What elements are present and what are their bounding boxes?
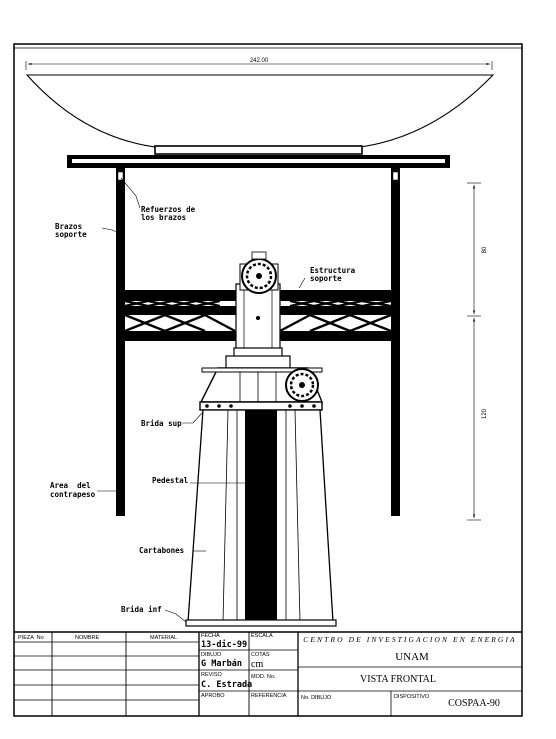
escala-label: ESCALA — [251, 633, 273, 639]
label-pedestal: Pedestal — [152, 476, 188, 485]
lower-flange — [185, 619, 337, 627]
title-block — [14, 631, 522, 716]
aprobo-label: APROBO — [201, 693, 225, 699]
header-material: MATERIAL — [150, 635, 177, 641]
tracking-head-assembly — [225, 251, 291, 371]
dispositivo-label: DISPOSITIVO — [394, 694, 430, 700]
label-refuerzos-line2: los brazos — [141, 213, 186, 222]
dibujo-value: G Marbán — [201, 659, 242, 669]
leader-lines — [97, 177, 306, 623]
overall-width-value: 242.00 — [250, 58, 269, 64]
label-estructura-line1: Estructura — [310, 266, 356, 275]
mod-label: MOD. No. — [251, 674, 276, 680]
university-name: UNAM — [395, 651, 429, 663]
outer-border — [13, 43, 523, 717]
dish-mount-plate — [154, 145, 363, 155]
header-pieza: PIEZA No — [18, 635, 44, 641]
fecha-label: FECHA — [201, 633, 220, 639]
no-dibujo-label: No. DIBUJO — [301, 695, 332, 701]
label-brida-sup: Brida sup — [141, 419, 182, 428]
parabolic-dish — [25, 74, 495, 149]
referencia-label: REFERENCIA — [251, 693, 287, 699]
cotas-label: COTAS — [251, 652, 270, 658]
overall-width-dimension: 242.00 — [25, 58, 493, 70]
device-code: COSPAA-90 — [448, 698, 500, 709]
lower-height-value: 120 — [482, 408, 488, 419]
view-title: VISTA FRONTAL — [360, 674, 436, 685]
label-cartabones: Cartabones — [139, 546, 184, 555]
label-area-line2: contrapeso — [50, 490, 96, 499]
reviso-label: REVISO — [201, 672, 223, 678]
label-estructura-line2: soporte — [310, 274, 342, 283]
dibujo-label: DIBUJO — [201, 652, 222, 658]
fecha-value: 13-dic-99 — [201, 639, 247, 650]
label-brida-inf: Brida inf — [121, 605, 162, 614]
upper-height-value: 80 — [482, 246, 488, 253]
upper-flange — [199, 367, 324, 411]
pedestal-column — [185, 409, 337, 627]
label-refuerzos-line1: Refuerzos de — [141, 205, 196, 214]
reviso-value: C. Estrada — [201, 680, 252, 690]
label-area-line1: Area del — [50, 481, 91, 490]
label-brazos-line2: soporte — [55, 230, 87, 239]
support-arms — [116, 168, 400, 516]
institution-name: CENTRO DE INVESTIGACION EN ENERGIA — [303, 635, 516, 644]
vertical-dimensions: 80 120 — [467, 182, 488, 521]
cotas-value: cm — [251, 659, 263, 670]
label-brazos-line1: Brazos — [55, 222, 82, 231]
header-nombre: NOMBRE — [75, 635, 99, 641]
